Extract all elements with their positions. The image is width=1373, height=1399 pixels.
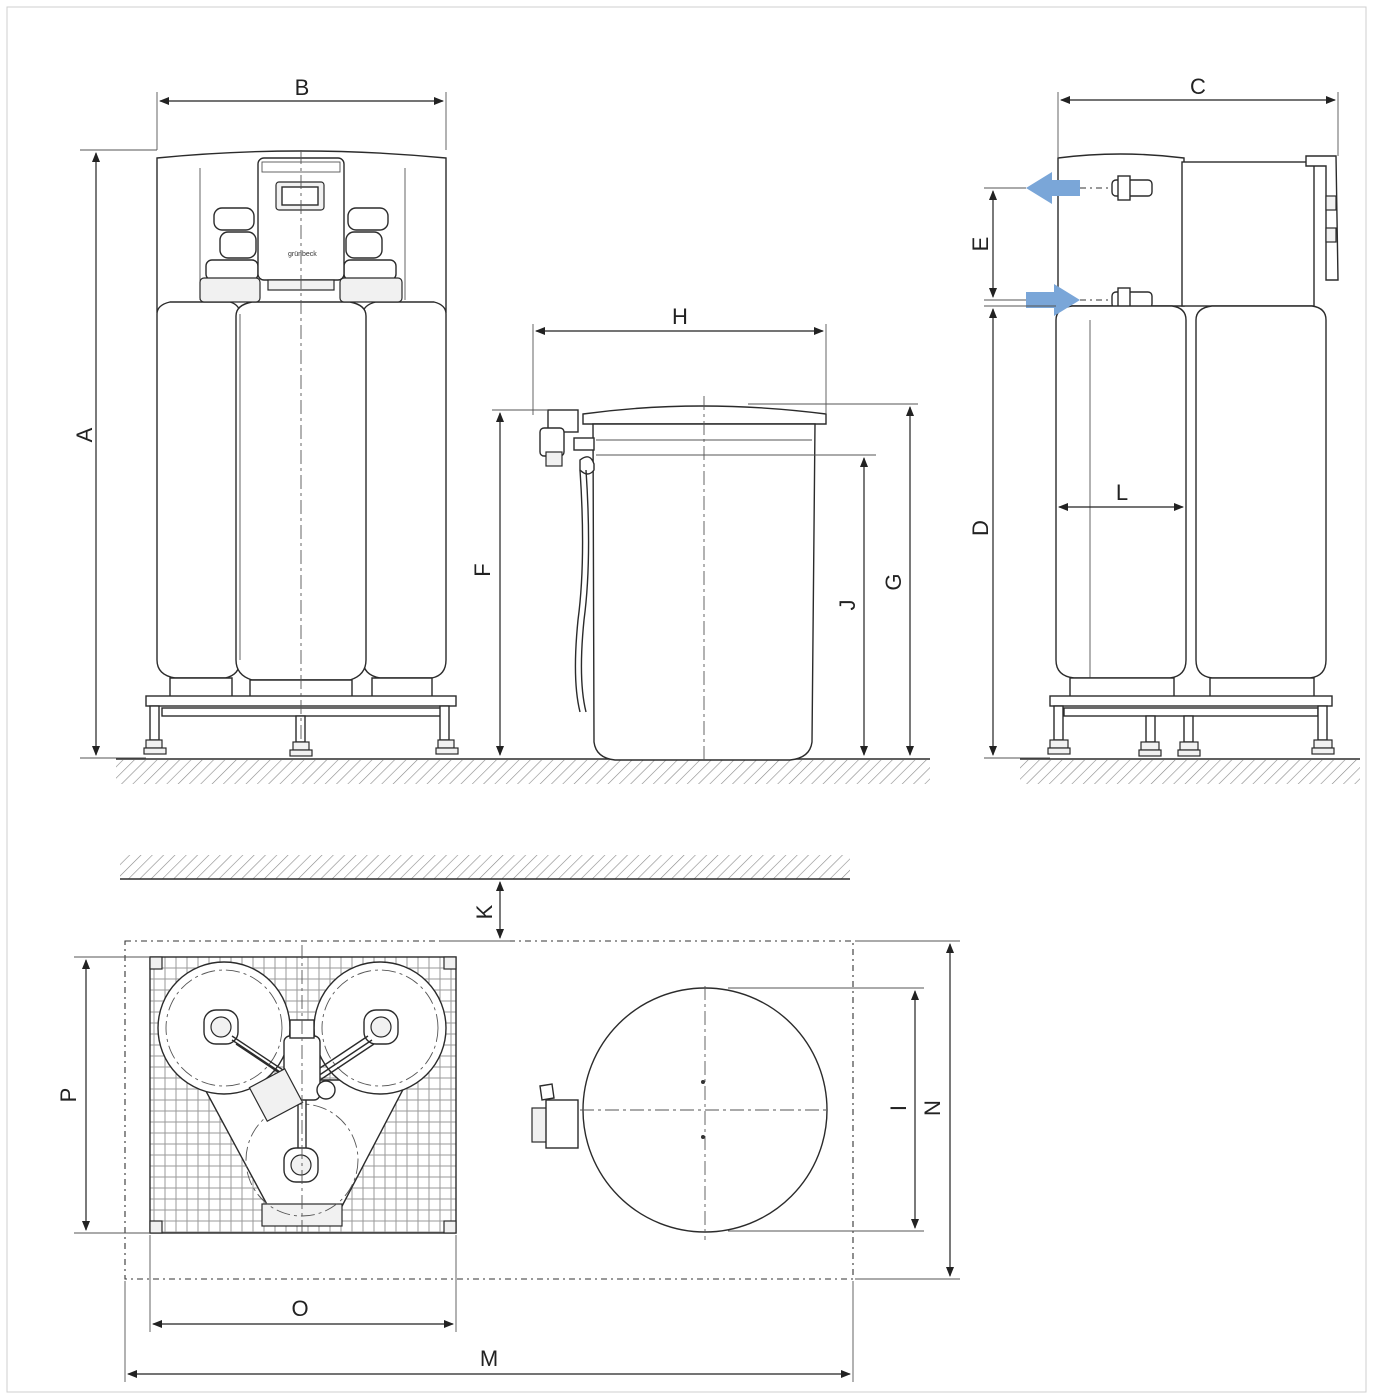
side-view: C E D L bbox=[968, 74, 1360, 784]
dimension-label-p: P bbox=[56, 1088, 81, 1103]
valve-assembly-right bbox=[339, 207, 403, 303]
dimension-label-g: G bbox=[881, 573, 906, 590]
dimension-label-h: H bbox=[672, 304, 688, 329]
brine-tank-side-view: F H J G bbox=[470, 304, 918, 761]
dimension-label-c: C bbox=[1190, 74, 1206, 99]
outlet-arrow-icon bbox=[1026, 172, 1080, 204]
inlet-arrow-icon bbox=[1026, 284, 1080, 316]
dimension-label-m: M bbox=[480, 1346, 498, 1371]
dimension-label-d: D bbox=[968, 520, 993, 536]
floor-hatch-right bbox=[1020, 760, 1360, 784]
dimension-label-k: K bbox=[472, 904, 497, 919]
brine-valve bbox=[539, 409, 595, 475]
dimension-label-b: B bbox=[295, 75, 310, 100]
wall-hatch bbox=[120, 855, 850, 879]
dimension-label-j: J bbox=[835, 600, 860, 611]
dimension-label-i: I bbox=[886, 1105, 911, 1111]
dimension-label-f: F bbox=[470, 563, 495, 576]
valve-assembly-left bbox=[199, 207, 261, 303]
brand-logo: grünbeck bbox=[288, 251, 317, 258]
dimension-label-e: E bbox=[968, 237, 993, 252]
dimension-label-n: N bbox=[920, 1100, 945, 1116]
dimension-label-o: O bbox=[291, 1296, 308, 1321]
floor-hatch bbox=[116, 760, 930, 784]
top-view: K P O M I N bbox=[56, 855, 960, 1382]
frame bbox=[6, 6, 1367, 1393]
dimension-label-a: A bbox=[72, 427, 97, 442]
front-view: grünbeck A B bbox=[72, 75, 930, 784]
dimension-label-l: L bbox=[1116, 480, 1128, 505]
